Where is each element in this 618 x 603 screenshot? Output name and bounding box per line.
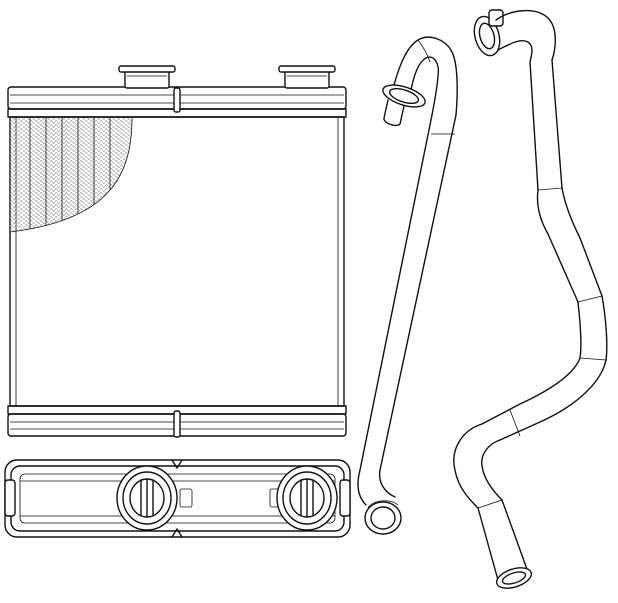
inlet-hose-end-fitting: [364, 500, 402, 535]
inlet-port-stub: [118, 65, 176, 89]
inlet-hose-flange: [382, 84, 426, 127]
inlet-hose: [357, 36, 458, 535]
outlet-port-stub: [278, 65, 336, 89]
outlet-hose-top-fitting: [473, 9, 504, 57]
bottom-view-inlet-port: [116, 465, 178, 531]
center-clip-top: [173, 87, 181, 113]
center-clip-bottom: [173, 410, 181, 438]
outlet-hose-end-fitting: [495, 567, 533, 589]
heater-core-bottom-view: [4, 459, 351, 538]
heater-core-front-view: [7, 65, 347, 438]
outlet-hose: [453, 9, 608, 589]
bottom-view-outlet-port: [276, 465, 338, 531]
fin-pattern: [9, 117, 133, 233]
